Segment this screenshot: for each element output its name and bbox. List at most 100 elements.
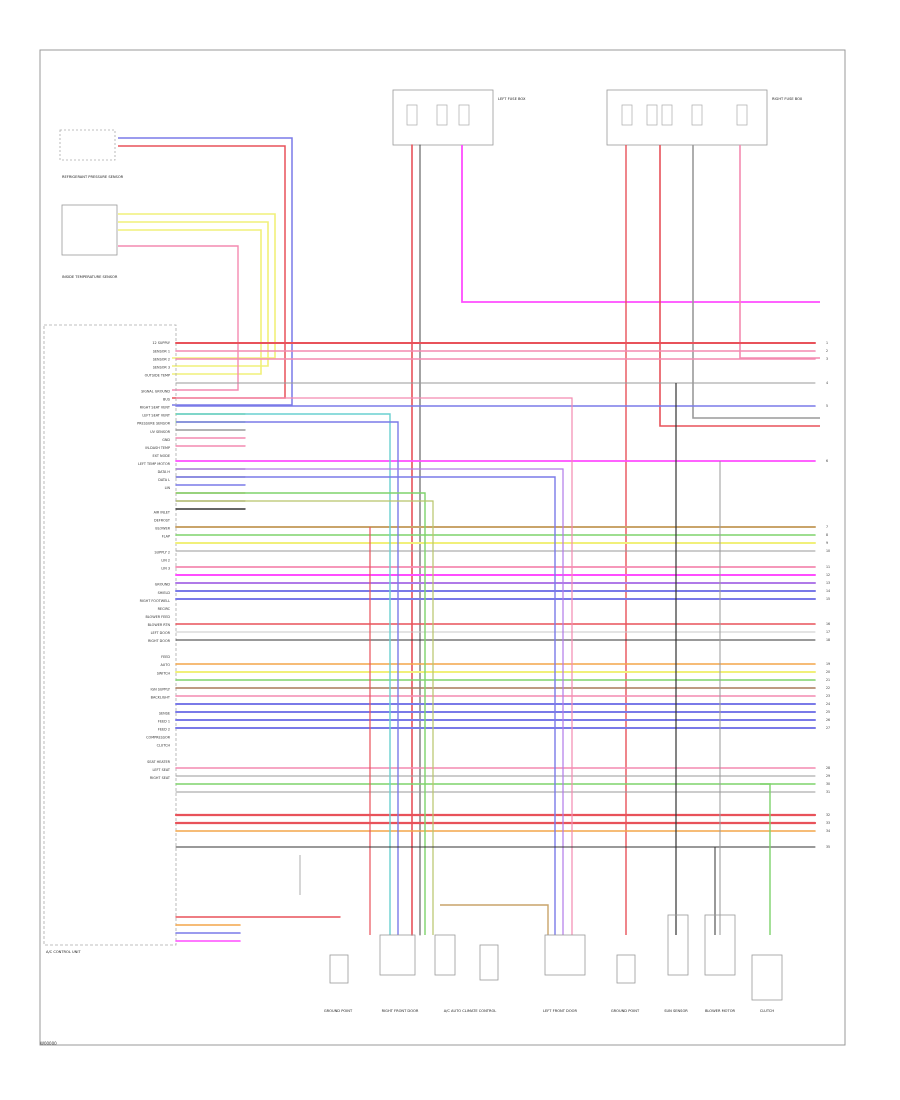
pin-label: DATA H bbox=[158, 470, 171, 474]
pin-label: LIN 2 bbox=[161, 559, 170, 563]
pin-label: RIGHT DOOR bbox=[148, 639, 171, 643]
bottom-connector bbox=[544, 934, 586, 976]
pin-label: FLAP bbox=[162, 534, 170, 538]
pin-label: SENSOR 1 bbox=[153, 349, 170, 353]
fuse-element bbox=[661, 104, 673, 126]
pin-label: SEAT HEATER bbox=[147, 760, 170, 764]
edge-pin-number: 14 bbox=[826, 589, 830, 593]
sensor-wire-blue bbox=[118, 137, 293, 406]
bottom-connector bbox=[704, 914, 736, 976]
edge-pin-number: 35 bbox=[826, 845, 830, 849]
fuse-wire-magenta bbox=[461, 145, 820, 303]
edge-pin-number: 32 bbox=[826, 813, 830, 817]
edge-pin-number: 29 bbox=[826, 774, 830, 778]
pin-label: DEFROST bbox=[154, 518, 171, 522]
ac-control-unit bbox=[43, 324, 177, 946]
pin-label: BLOWER RTN bbox=[148, 623, 171, 627]
edge-pin-number: 17 bbox=[826, 630, 830, 634]
pin-label: RIGHT SEAT VENT bbox=[140, 406, 171, 410]
edge-pin-number: 27 bbox=[826, 726, 830, 730]
pin-label: RECIRC bbox=[158, 607, 171, 611]
edge-pin-number: 4 bbox=[826, 381, 828, 385]
sensor-wire-pink bbox=[118, 245, 239, 391]
drop-wire bbox=[176, 492, 426, 935]
sensor-wire-yellow-3 bbox=[118, 229, 262, 375]
pin-label: SIGNAL GROUND bbox=[141, 390, 170, 394]
pin-label: UV SENSOR bbox=[150, 430, 171, 434]
edge-pin-number: 20 bbox=[826, 670, 830, 674]
pin-label: BLOWER FEED bbox=[145, 615, 170, 619]
drop-wire bbox=[176, 476, 556, 935]
sensor-wire-yellow-1 bbox=[118, 213, 276, 359]
component-label: RIGHT FRONT DOOR bbox=[382, 1009, 419, 1013]
component-label: GROUND POINT bbox=[324, 1009, 353, 1013]
pin-label: LIN bbox=[165, 486, 171, 490]
pin-label: BUS bbox=[163, 398, 170, 402]
drop-wire bbox=[176, 397, 573, 935]
drop-wire bbox=[176, 846, 716, 935]
edge-pin-number: 28 bbox=[826, 766, 830, 770]
pin-label: SWITCH bbox=[157, 671, 171, 675]
bottom-connector bbox=[379, 934, 416, 976]
edge-pin-number: 1 bbox=[826, 341, 828, 345]
bottom-connector bbox=[434, 934, 456, 976]
fuse-element bbox=[736, 104, 748, 126]
edge-pin-number: 2 bbox=[826, 349, 828, 353]
edge-pin-number: 8 bbox=[826, 533, 828, 537]
pin-label: LEFT SEAT bbox=[153, 768, 171, 772]
pin-label: CLUTCH bbox=[157, 744, 171, 748]
fuse-wire-red-r2 bbox=[659, 145, 820, 427]
fuse-wire-pink-r bbox=[739, 145, 820, 359]
pin-label: BACKLIGHT bbox=[151, 695, 171, 699]
edge-pin-number: 23 bbox=[826, 694, 830, 698]
diagram-border bbox=[39, 49, 846, 1046]
refrigerant-sensor-label: REFRIGERANT PRESSURE SENSOR bbox=[62, 175, 124, 179]
edge-pin-number: 16 bbox=[826, 622, 830, 626]
fuse-element bbox=[646, 104, 658, 126]
pin-label: 12 SUPPLY bbox=[152, 341, 171, 345]
component-label: CLUTCH bbox=[760, 1009, 774, 1013]
component-label: A/C AUTO CLIMATE CONTROL bbox=[444, 1009, 497, 1013]
edge-pin-number: 18 bbox=[826, 638, 830, 642]
pin-label: LEFT TEMP MOTOR bbox=[138, 462, 171, 466]
refrigerant-sensor-box bbox=[59, 129, 116, 161]
component-label: BLOWER MOTOR bbox=[705, 1009, 736, 1013]
bottom-connector bbox=[667, 914, 689, 976]
left-fuse-box bbox=[392, 89, 494, 146]
bottom-connector bbox=[329, 954, 349, 984]
edge-pin-number: 21 bbox=[826, 678, 830, 682]
pin-label: LEFT SEAT VENT bbox=[142, 414, 171, 418]
edge-pin-number: 7 bbox=[826, 525, 828, 529]
edge-pin-number: 11 bbox=[826, 565, 830, 569]
control-unit-label: A/C CONTROL UNIT bbox=[46, 950, 81, 954]
inside-temp-sensor-label: INSIDE TEMPERATURE SENSOR bbox=[62, 275, 118, 279]
drop-wire bbox=[760, 783, 771, 935]
diagram-code: W00000 bbox=[40, 1041, 57, 1046]
edge-pin-number: 6 bbox=[826, 459, 828, 463]
drop-wire bbox=[176, 500, 434, 935]
pin-label: SHIELD bbox=[158, 591, 171, 595]
fuse-element bbox=[691, 104, 703, 126]
component-label: GROUND POINT bbox=[611, 1009, 640, 1013]
pin-label: IGN SUPPLY bbox=[151, 687, 171, 691]
pin-label: PRESSURE SENSOR bbox=[137, 422, 171, 426]
pin-label: FEED bbox=[161, 655, 170, 659]
edge-pin-number: 26 bbox=[826, 718, 830, 722]
edge-pin-number: 22 bbox=[826, 686, 830, 690]
edge-pin-number: 3 bbox=[826, 357, 828, 361]
edge-pin-number: 12 bbox=[826, 573, 830, 577]
fuse-element bbox=[621, 104, 633, 126]
drop-wire bbox=[440, 904, 549, 935]
edge-pin-number: 24 bbox=[826, 702, 830, 706]
pin-label: BLOWER bbox=[155, 526, 170, 530]
fuse-element bbox=[458, 104, 470, 126]
pin-label: COMPRESSOR bbox=[146, 736, 170, 740]
edge-pin-number: 15 bbox=[826, 597, 830, 601]
edge-pin-number: 10 bbox=[826, 549, 830, 553]
edge-pin-number: 31 bbox=[826, 790, 830, 794]
pin-label: AIR INLET bbox=[154, 510, 171, 514]
component-label: LEFT FRONT DOOR bbox=[543, 1009, 577, 1013]
pin-label: EXT NODE bbox=[152, 454, 170, 458]
edge-pin-number: 5 bbox=[826, 404, 828, 408]
